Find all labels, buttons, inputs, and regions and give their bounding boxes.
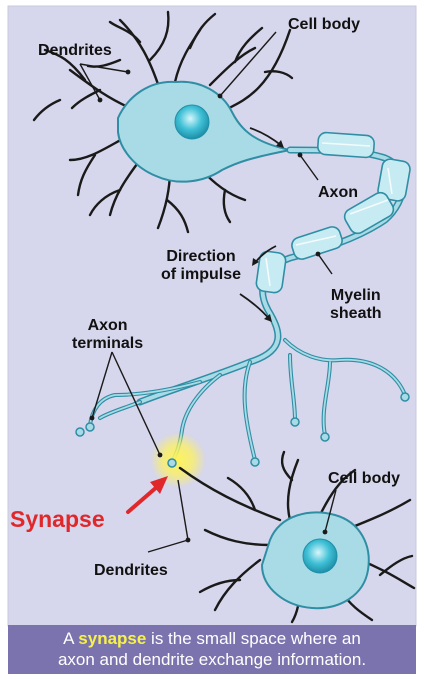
label-dendrites-top: Dendrites [38, 42, 112, 60]
label-cell-body-bottom: Cell body [328, 470, 400, 488]
label-dendrites-bottom: Dendrites [94, 562, 168, 580]
label-axon: Axon [318, 184, 358, 202]
caption-line-2: axon and dendrite exchange information. [8, 649, 416, 670]
label-direction-of-impulse: Direction of impulse [161, 248, 241, 284]
caption: A synapse is the small space where an ax… [8, 625, 416, 674]
label-axon-terminals: Axon terminals [72, 317, 143, 353]
top-nucleus [175, 105, 209, 139]
bottom-nucleus [303, 539, 337, 573]
caption-highlight: synapse [78, 629, 146, 648]
label-synapse: Synapse [10, 506, 105, 533]
caption-line-1: A synapse is the small space where an [8, 628, 416, 649]
label-cell-body-top: Cell body [288, 16, 360, 34]
label-myelin-sheath: Myelin sheath [330, 287, 382, 323]
